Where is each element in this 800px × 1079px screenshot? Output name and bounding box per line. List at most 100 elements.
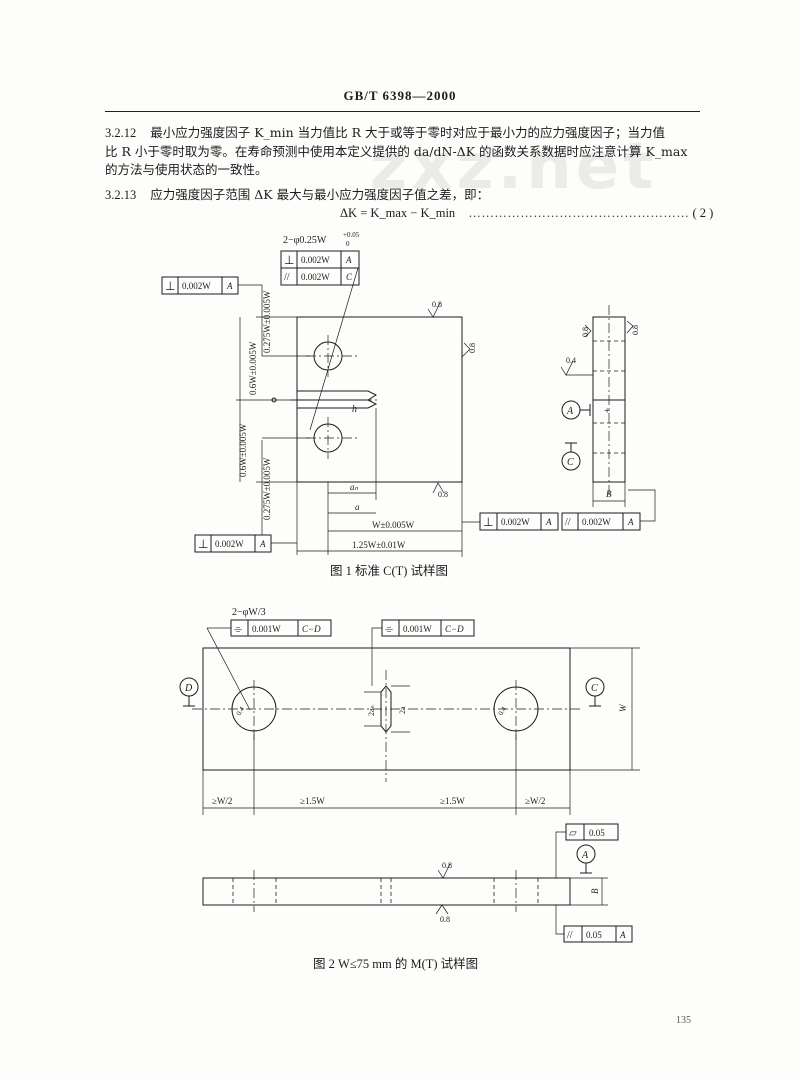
svg-text:0.002W: 0.002W [301,255,330,265]
ct-notch-upper [296,317,378,401]
svg-text:0.05: 0.05 [589,828,605,838]
svg-text:0.8: 0.8 [631,325,640,335]
dim-half-height-bottom: 0.6W±0.005W [238,423,248,477]
clause-number: 3.2.12 [105,126,137,140]
roughness-bottom: 0.8 [438,490,448,499]
clause-text: 应力强度因子范围 ΔK 最大与最小应力强度因子值之差，即： [150,187,490,202]
svg-text:⊥: ⊥ [165,279,175,293]
dim-edge-left: ≥W/2 [212,796,232,806]
dim-thickness: B [606,489,612,499]
clause-3-2-13: 3.2.13 应力强度因子范围 ΔK 最大与最小应力强度因子值之差，即： [105,186,700,205]
dim-hole-bottom: 0.275W±0.005W [262,457,272,520]
hole-callout: 2−φW/3 [232,607,266,618]
dim-total-width: 1.25W±0.01W [352,540,406,550]
svg-text:C: C [346,272,353,282]
svg-text:A: A [259,539,266,549]
svg-text:0.8: 0.8 [440,915,450,924]
dim-width: W±0.005W [372,520,415,530]
mt-side-view [202,877,571,906]
svg-text:C−D: C−D [445,624,464,634]
hole-callout: 2−φ0.25W [283,235,327,246]
svg-text:D: D [184,683,193,694]
svg-text:C: C [591,683,598,694]
dim-span-right: ≥1.5W [440,796,465,806]
fcf-parallelism: // 0.05 A [563,925,633,943]
formula-2: ΔK = K_max − K_min …………………………………………… ( 2… [340,206,713,221]
clause-number: 3.2.13 [105,188,137,202]
svg-text:0.8: 0.8 [442,861,452,870]
dim-width: W [618,703,628,712]
header-rule [105,111,700,112]
dim-notch-depth: aₙ [350,482,359,492]
svg-text:A: A [566,406,574,417]
svg-text:A: A [627,517,634,527]
clause-text-line1: 最小应力强度因子 K_min 当力值比 R 大于或等于零时对应于最小力的应力强度… [150,125,666,140]
svg-text:C−D: C−D [302,624,321,634]
svg-text:A: A [619,930,626,940]
svg-text:0.8: 0.8 [581,327,590,337]
formula-expression: ΔK = K_max − K_min [340,206,456,220]
svg-text:0.4: 0.4 [235,705,247,717]
ct-specimen-outline [296,316,463,483]
figure-1-caption: 图 1 标准 C(T) 试样图 [330,564,449,578]
dim-half-height-top: 0.6W±0.005W [248,341,258,395]
svg-text:0.4: 0.4 [497,705,509,717]
roughness-right: 0.8 [468,343,477,353]
svg-text:⊥: ⊥ [483,515,493,529]
notch-height-label: h [352,404,357,415]
svg-text://: // [565,517,571,528]
svg-text://: // [284,272,290,283]
hole-tol-upper: +0.05 [343,231,360,239]
dim-thickness: B [590,888,600,894]
fcf-hole-symmetry: ⌯ 0.001W C−D [230,619,332,637]
svg-text:0.002W: 0.002W [501,517,530,527]
dim-slot-2a: 2a [398,706,407,714]
dim-span-left: ≥1.5W [300,796,325,806]
svg-text:⊥: ⊥ [284,253,294,267]
clause-3-2-12: 3.2.12 最小应力强度因子 K_min 当力值比 R 大于或等于零时对应于最小… [105,124,700,180]
svg-text:A: A [226,281,233,291]
svg-text:⌯: ⌯ [385,624,393,635]
fcf-slot-symmetry: ⌯ 0.001W C−D [381,619,475,637]
fcf-bottom-left-perpendicularity: ⊥ 0.002W A [194,534,272,553]
dim-hole-top: 0.275W±0.005W [262,290,272,353]
watermark: zxz.net [370,130,658,204]
fcf-hole-parallelism: // 0.002W C [280,267,360,286]
svg-text:A: A [581,850,589,861]
figure-2-mt-specimen: 2−φW/3 ⌯ 0.001W C−D ⌯ 0.001W C−D 0.4 0.4… [179,607,640,943]
formula-number: ( 2 ) [692,206,714,220]
fcf-hole-perpendicularity: ⊥ 0.002W A [280,250,360,269]
clause-text-line3: 的方法与使用状态的一致性。 [105,162,268,177]
figure-2-caption: 图 2 W≤75 mm 的 M(T) 试样图 [313,957,479,971]
fcf-left-perpendicularity: ⊥ 0.002W A [161,276,239,295]
dim-edge-right: ≥W/2 [525,796,545,806]
clause-text-line2: 比 R 小于零时取为零。在寿命预测中使用本定义提供的 da/dN-ΔK 的函数关… [105,143,688,159]
dim-crack-length: a [355,502,360,512]
svg-text:0.002W: 0.002W [215,539,244,549]
svg-text:0.002W: 0.002W [301,272,330,282]
svg-text:0.001W: 0.001W [403,624,432,634]
svg-text://: // [567,930,573,941]
svg-text:A: A [345,255,352,265]
svg-text:⌯: ⌯ [234,624,242,635]
figure-1-ct-specimen: h 2−φ0.25W +0.05 0 ⊥ 0.002W A // 0.002W … [161,231,656,557]
standard-header: GB/T 6398—2000 [343,88,457,103]
fcf-flatness: ▱ 0.05 [565,823,619,841]
fcf-bottom-perpendicularity: ⊥ 0.002W A [479,512,559,531]
svg-text:▱: ▱ [569,828,577,839]
svg-text:A: A [545,517,552,527]
svg-text:C: C [567,457,574,468]
dim-slot-2an: 2aₙ [367,705,376,716]
roughness-top: 0.8 [432,300,442,309]
formula-leader-dots: …………………………………………… [468,206,690,220]
hole-tol-lower: 0 [346,240,350,248]
fcf-bottom-parallelism: // 0.002W A [561,512,641,531]
svg-text:0.002W: 0.002W [182,281,211,291]
svg-text:⊥: ⊥ [198,537,208,551]
svg-text:+: + [604,405,610,417]
svg-text:0.05: 0.05 [586,930,602,940]
svg-text:0.002W: 0.002W [582,517,611,527]
page-number: 135 [676,1015,691,1026]
svg-text:0.4: 0.4 [566,356,576,365]
svg-text:0.001W: 0.001W [252,624,281,634]
